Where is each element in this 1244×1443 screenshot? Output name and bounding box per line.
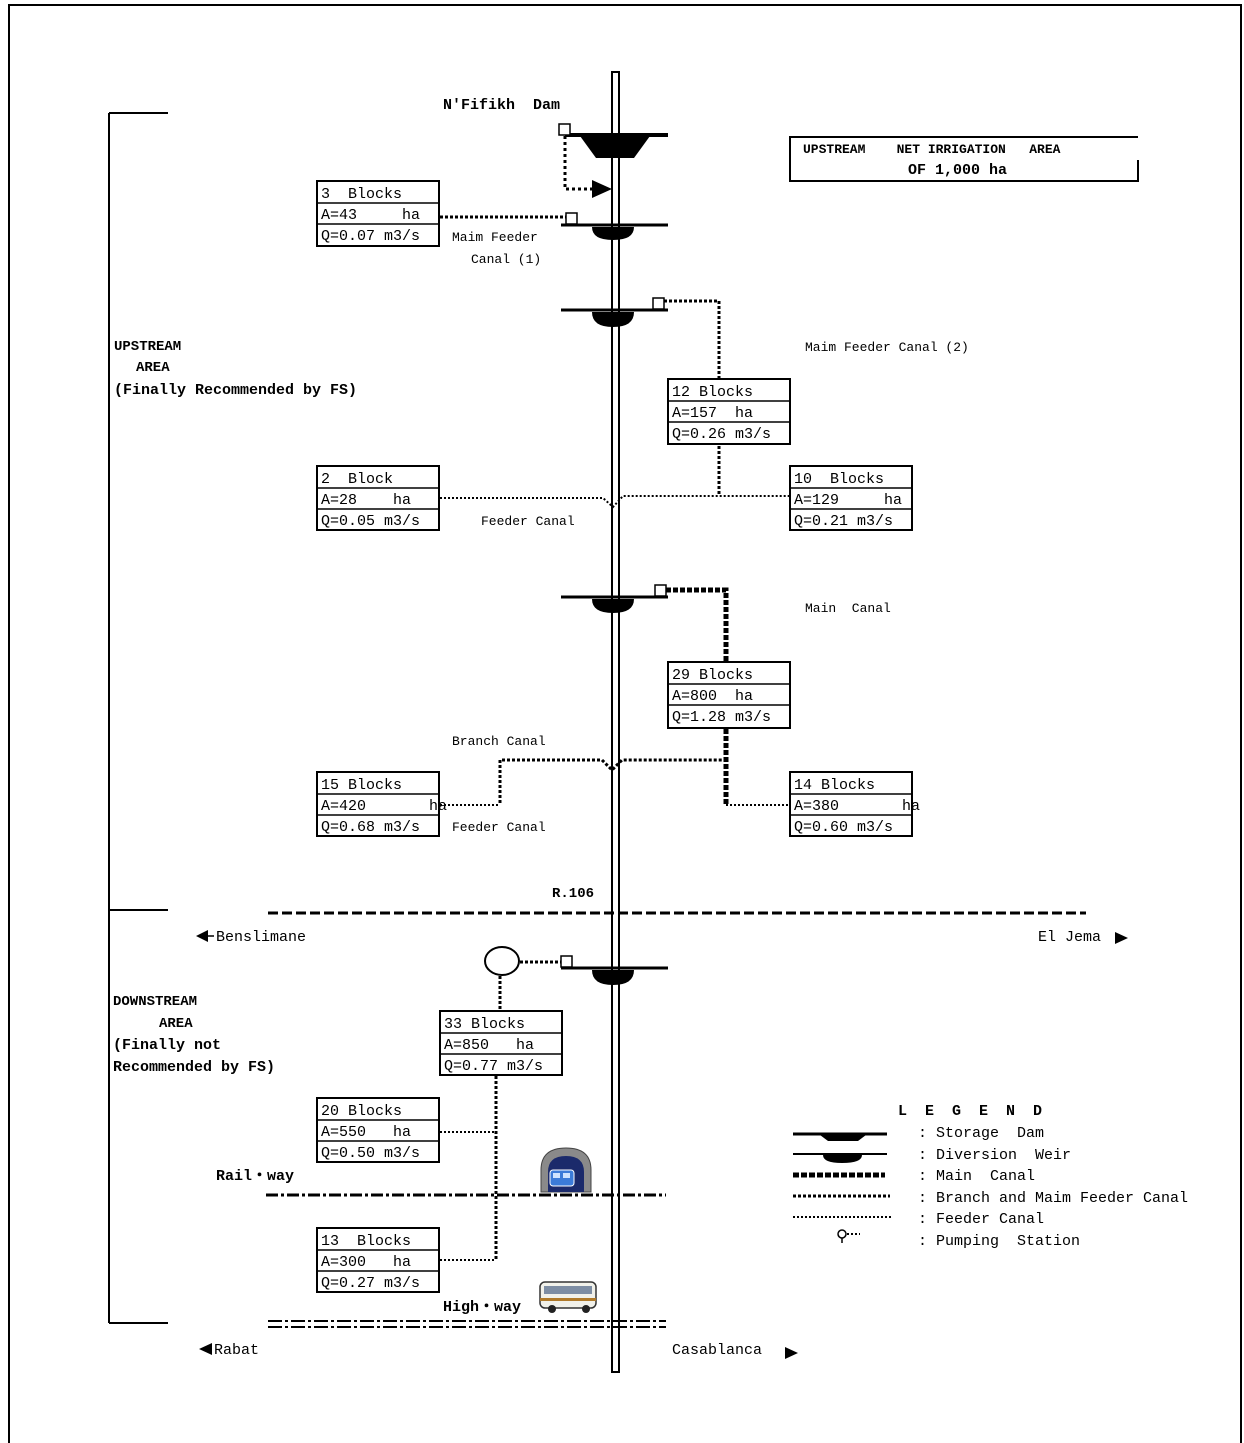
label-feeder-canal-upper: Feeder Canal (481, 514, 575, 529)
block-discharge: Q=0.26 m3/s (672, 426, 771, 443)
summary-line-1: UPSTREAM NET IRRIGATION AREA (803, 142, 1061, 157)
block-area: A=850 ha (444, 1037, 534, 1054)
highway-line (268, 1320, 666, 1328)
legend-item-branch-canal: : Branch and Maim Feeder Canal (918, 1190, 1188, 1207)
block-area: A=129 ha (794, 492, 902, 509)
legend-pumping-station-symbol (837, 1229, 860, 1243)
branch-canal (498, 758, 726, 803)
block-discharge: Q=0.60 m3/s (794, 819, 893, 836)
intake-gate (558, 123, 571, 136)
label-feeder-canal-lower: Feeder Canal (452, 820, 546, 835)
weir-4 (560, 955, 668, 985)
label-main-feeder-1-line1: Maim Feeder (452, 230, 538, 245)
river-channel (611, 71, 620, 1373)
arrow-right-icon (1115, 932, 1128, 944)
block-discharge: Q=0.07 m3/s (321, 228, 420, 245)
block-area: A=157 ha (672, 405, 753, 422)
main-canal (666, 587, 729, 662)
block-box-2: 2 Block A=28 ha Q=0.05 m3/s (316, 465, 440, 531)
block-box-10: 10 Blocks A=129 ha Q=0.21 m3/s (789, 465, 913, 531)
label-rabat: Rabat (214, 1342, 259, 1359)
block-discharge: Q=0.77 m3/s (444, 1058, 543, 1075)
main-feeder-canal-2 (664, 299, 721, 379)
legend-item-pumping-station: : Pumping Station (918, 1233, 1080, 1250)
block-discharge: Q=0.68 m3/s (321, 819, 420, 836)
label-el-jema: El Jema (1038, 929, 1101, 946)
downstream-title: DOWNSTREAM (113, 994, 197, 1010)
diversion-weirs (560, 212, 668, 985)
block-box-3: 3 Blocks A=43 ha Q=0.07 m3/s (316, 180, 440, 247)
legend-diversion-weir-symbol (793, 1153, 887, 1163)
bus-icon (539, 1281, 597, 1313)
block-name: 33 Blocks (444, 1016, 525, 1033)
block-name: 14 Blocks (794, 777, 875, 794)
railway-label: Rail・way (216, 1168, 294, 1185)
block-discharge: Q=0.50 m3/s (321, 1145, 420, 1162)
block-box-14: 14 Blocks A=380 ha Q=0.60 m3/s (789, 771, 920, 837)
downstream-area: AREA (159, 1016, 193, 1032)
arrow-right-icon (785, 1347, 798, 1359)
dam-name: N'Fifikh Dam (443, 97, 560, 114)
block-name: 15 Blocks (321, 777, 402, 794)
block-area: A=28 ha (321, 492, 411, 509)
label-main-feeder-2: Maim Feeder Canal (2) (805, 340, 969, 355)
block-area: A=800 ha (672, 688, 753, 705)
page-frame (8, 4, 1242, 1443)
block-discharge: Q=0.27 m3/s (321, 1275, 420, 1292)
label-casablanca: Casablanca (672, 1342, 762, 1359)
pumping-station-icon (484, 946, 520, 976)
block-box-33: 33 Blocks A=850 ha Q=0.77 m3/s (439, 1010, 563, 1076)
weir-1 (561, 212, 668, 240)
block-name: 12 Blocks (672, 384, 753, 401)
legend-item-storage-dam: : Storage Dam (918, 1125, 1044, 1142)
legend-item-main-canal: : Main Canal (918, 1168, 1035, 1185)
train-tunnel-icon (540, 1147, 592, 1193)
highway-label: High・way (443, 1299, 521, 1316)
area-brackets (108, 112, 168, 1324)
block-name: 3 Blocks (321, 186, 402, 203)
road-r106-label: R.106 (552, 886, 594, 902)
flow-arrow-icon (592, 180, 612, 198)
summary-line-2: OF 1,000 ha (908, 162, 1007, 179)
block-name: 10 Blocks (794, 471, 884, 488)
legend-item-feeder-canal: : Feeder Canal (918, 1211, 1044, 1228)
block-name: 29 Blocks (672, 667, 753, 684)
label-main-feeder-1-line2: Canal (1) (471, 252, 541, 267)
summary-box: UPSTREAM NET IRRIGATION AREA OF 1,000 ha (789, 136, 1139, 182)
upstream-title: UPSTREAM (114, 339, 181, 355)
block-area: A=43 ha (321, 207, 420, 224)
label-main-canal: Main Canal (805, 601, 891, 616)
block-box-20: 20 Blocks A=550 ha Q=0.50 m3/s (316, 1097, 440, 1163)
block-name: 2 Block (321, 471, 393, 488)
legend: L E G E N D : Storage Dam : Diversion We… (793, 1103, 1188, 1250)
weir-2 (561, 297, 668, 327)
arrow-left-icon (199, 1343, 212, 1355)
downstream-note-1: (Finally not (113, 1037, 221, 1054)
arrow-left-icon (196, 930, 208, 942)
legend-item-diversion-weir: : Diversion Weir (918, 1147, 1071, 1164)
upstream-note: (Finally Recommended by FS) (114, 382, 357, 399)
block-box-13: 13 Blocks A=300 ha Q=0.27 m3/s (316, 1227, 440, 1293)
block-area: A=420 ha (321, 798, 447, 815)
block-area: A=380 ha (794, 798, 920, 815)
downstream-note-2: Recommended by FS) (113, 1059, 275, 1076)
block-name: 20 Blocks (321, 1103, 402, 1120)
block-box-29: 29 Blocks A=800 ha Q=1.28 m3/s (667, 661, 791, 729)
block-box-12: 12 Blocks A=157 ha Q=0.26 m3/s (667, 378, 791, 445)
legend-storage-dam-symbol (793, 1132, 887, 1141)
upper-feeder-canal (440, 495, 790, 509)
block-name: 13 Blocks (321, 1233, 411, 1250)
block-area: A=550 ha (321, 1124, 411, 1141)
storage-dam (558, 123, 668, 198)
label-branch-canal: Branch Canal (452, 734, 546, 749)
label-benslimane: Benslimane (216, 929, 306, 946)
block-discharge: Q=1.28 m3/s (672, 709, 771, 726)
block-discharge: Q=0.05 m3/s (321, 513, 420, 530)
upstream-area: AREA (136, 360, 170, 376)
block-discharge: Q=0.21 m3/s (794, 513, 893, 530)
block-box-15: 15 Blocks A=420 ha Q=0.68 m3/s (316, 771, 447, 837)
legend-title: L E G E N D (898, 1103, 1042, 1120)
block-area: A=300 ha (321, 1254, 411, 1271)
